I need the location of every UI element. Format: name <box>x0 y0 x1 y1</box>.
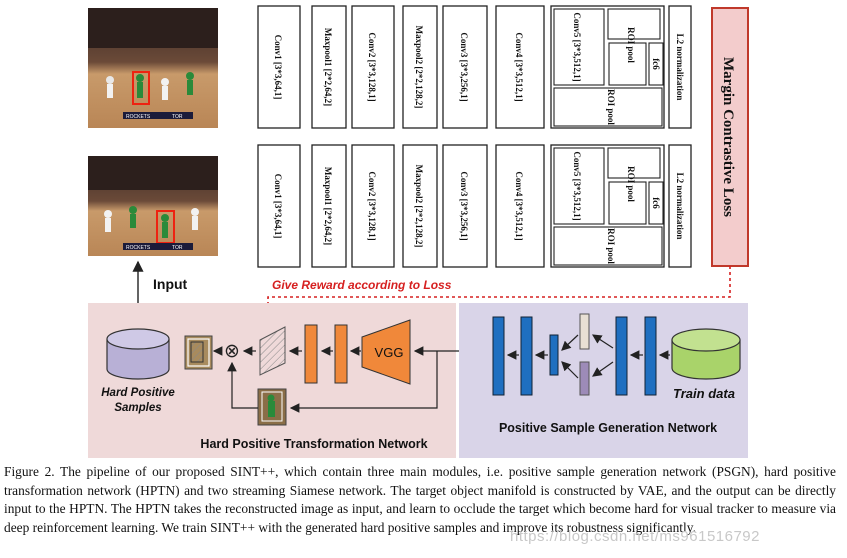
svg-text:Conv2 [3*3,128,1]: Conv2 [3*3,128,1] <box>367 171 377 240</box>
fc-layer <box>334 324 348 384</box>
input-label: Input <box>153 276 188 292</box>
psgn-panel: Positive Sample Generation Network Train… <box>459 303 748 458</box>
svg-text:ROCKETS: ROCKETS <box>126 245 151 251</box>
train-data-db <box>671 328 741 380</box>
hptn-title: Hard Positive Transformation Network <box>200 437 427 451</box>
conv3-label: Conv3 [3*3,256,1] <box>459 32 469 101</box>
svg-text:TOR: TOR <box>172 245 183 251</box>
svg-text:Conv3 [3*3,256,1]: Conv3 [3*3,256,1] <box>459 171 469 240</box>
vgg-label: VGG <box>375 345 404 360</box>
conv5-label: Conv5 [3*3,512,1] <box>572 12 582 81</box>
conv4-label: Conv4 [3*3,512,1] <box>514 32 524 101</box>
fc-layer <box>304 324 318 384</box>
svg-text:ROI pool: ROI pool <box>606 228 616 264</box>
target-box <box>132 71 150 105</box>
siamese-branch-bottom: Conv1 [3*3,64,1] Maxpool1 [2*2,64,2] Con… <box>257 144 692 268</box>
margin-contrastive-loss: Margin Contrastive Loss <box>711 7 749 267</box>
figure-caption: Figure 2. The pipeline of our proposed S… <box>4 464 836 535</box>
train-data-label: Train data <box>673 386 735 401</box>
input-frame-bottom: ROCKETS TOR <box>88 156 218 256</box>
input-frame-top: ROCKETS TOR <box>88 8 218 128</box>
l2-norm-label: L2 normalization <box>675 34 685 101</box>
watermark: https://blog.csdn.net/ms961516792 <box>510 528 760 545</box>
svg-text:Samples: Samples <box>114 402 161 414</box>
svg-text:Maxpool1 [2*2,64,2]: Maxpool1 [2*2,64,2] <box>323 167 333 245</box>
svg-text:Margin Contrastive Loss: Margin Contrastive Loss <box>720 57 736 217</box>
svg-text:ROCKETS: ROCKETS <box>126 114 151 120</box>
sigma-node <box>579 361 590 396</box>
roi-pool-large-label: ROI pool <box>606 89 616 125</box>
svg-text:fc6: fc6 <box>651 197 661 209</box>
svg-text:Conv5 [3*3,512,1]: Conv5 [3*3,512,1] <box>572 151 582 220</box>
conv2-label: Conv2 [3*3,128,1] <box>367 32 377 101</box>
maxpool2-label: Maxpool2 [2*2,128,2] <box>414 26 424 109</box>
svg-text:TOR: TOR <box>172 114 183 120</box>
reconstructed-sample-thumb <box>257 388 287 426</box>
maxpool1-label: Maxpool1 [2*2,64,2] <box>323 28 333 106</box>
latent-layer <box>549 334 559 376</box>
mu-node <box>579 313 590 350</box>
svg-text:L2 normalization: L2 normalization <box>675 173 685 240</box>
multiply-icon: ⊗ <box>224 340 240 362</box>
decoder-layer <box>492 316 505 396</box>
hptn-panel: Hard Positive Transformation Network Har… <box>88 303 488 458</box>
reward-label: Give Reward according to Loss <box>272 278 452 292</box>
occluded-sample-thumb <box>184 335 213 370</box>
conv1-label: Conv1 [3*3,64,1] <box>273 35 283 100</box>
decoder-layer <box>520 316 533 396</box>
svg-text:Conv1 [3*3,64,1]: Conv1 [3*3,64,1] <box>273 174 283 239</box>
svg-text:Conv4 [3*3,512,1]: Conv4 [3*3,512,1] <box>514 171 524 240</box>
occlusion-mask <box>259 326 286 376</box>
psgn-title: Positive Sample Generation Network <box>499 421 717 435</box>
roi-pool-small-label: ROI pool <box>626 27 636 63</box>
fc6-label: fc6 <box>651 58 661 70</box>
encoder-layer <box>644 316 657 396</box>
svg-text:Hard Positive: Hard Positive <box>101 387 175 399</box>
svg-text:Maxpool2 [2*2,128,2]: Maxpool2 [2*2,128,2] <box>414 165 424 248</box>
hard-positive-samples-db <box>106 328 170 380</box>
vgg-block <box>361 319 411 385</box>
svg-text:ROI pool: ROI pool <box>626 166 636 202</box>
encoder-layer <box>615 316 628 396</box>
siamese-branch-top: Conv1 [3*3,64,1] Maxpool1 [2*2,64,2] Con… <box>257 5 692 129</box>
